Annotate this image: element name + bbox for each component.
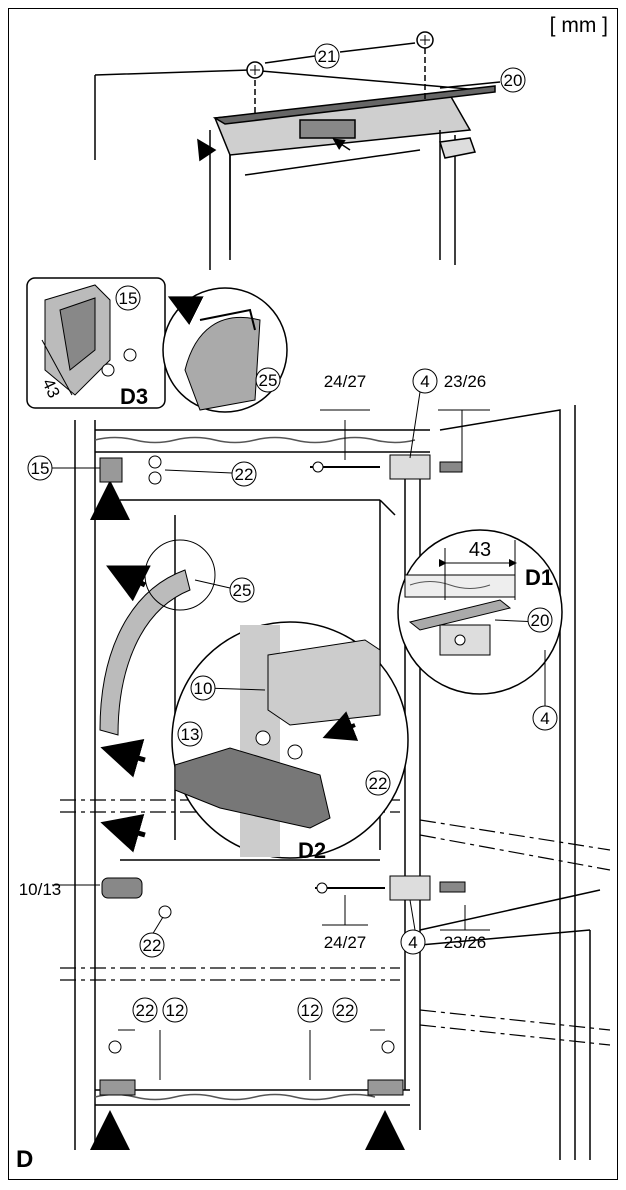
callout-22-top: 22: [231, 461, 257, 487]
svg-text:15: 15: [31, 459, 50, 478]
svg-text:12: 12: [301, 1001, 320, 1020]
svg-text:22: 22: [143, 936, 162, 955]
svg-text:25: 25: [259, 371, 278, 390]
svg-text:12: 12: [166, 1001, 185, 1020]
detail-d3-label: D3: [120, 384, 148, 409]
svg-text:4: 4: [420, 372, 429, 391]
callout-10-d2: 10: [190, 675, 216, 701]
callout-10-13-mid: 10/13: [19, 880, 62, 899]
screw-21-left: [246, 61, 264, 79]
svg-text:4: 4: [408, 933, 417, 952]
svg-text:22: 22: [235, 465, 254, 484]
svg-text:22: 22: [136, 1001, 155, 1020]
callout-12-br: 12: [297, 997, 323, 1023]
svg-text:15: 15: [119, 289, 138, 308]
svg-text:25: 25: [233, 581, 252, 600]
callout-15: 15: [27, 455, 53, 481]
upper-hinge-assembly: [99, 454, 463, 485]
callout-21: 21: [314, 43, 340, 69]
callout-22-bl: 22: [132, 997, 158, 1023]
callout-23-26-mid: 23/26: [444, 933, 487, 952]
svg-text:21: 21: [318, 47, 337, 66]
callout-12-bl: 12: [162, 997, 188, 1023]
callout-23-26-top: 23/26: [444, 372, 487, 391]
detail-d1: [397, 529, 563, 695]
svg-text:20: 20: [531, 611, 550, 630]
detail-d2: [171, 621, 409, 859]
svg-text:10: 10: [194, 679, 213, 698]
callout-25: 25: [229, 577, 255, 603]
callout-13-d2: 13: [177, 721, 203, 747]
svg-text:13: 13: [181, 725, 200, 744]
callout-labels: 21 20 15 25 24/27 4 23/26 15 22 25 20 4 …: [19, 43, 558, 1023]
top-cabinet-view: [94, 42, 501, 270]
callout-4-d1: 4: [532, 705, 558, 731]
seal-detail-circle: [162, 287, 288, 413]
callout-20-d1: 20: [527, 607, 553, 633]
svg-text:20: 20: [504, 71, 523, 90]
detail-d3: [26, 277, 166, 409]
callout-4-top: 4: [412, 368, 438, 394]
callout-22-br: 22: [332, 997, 358, 1023]
unit-label: [ mm ]: [549, 14, 608, 37]
screw-21-right: [416, 31, 434, 49]
push-arrows: [90, 480, 405, 1150]
detail-d1-dimension: 43: [469, 539, 491, 561]
bottom-brackets: [99, 1040, 404, 1096]
svg-text:22: 22: [369, 774, 388, 793]
diagram-frame: [8, 8, 618, 1180]
callout-22-d2: 22: [365, 770, 391, 796]
callout-24-27-top: 24/27: [324, 372, 367, 391]
svg-text:4: 4: [540, 709, 549, 728]
callout-20-top: 20: [500, 67, 526, 93]
callout-22-mid: 22: [139, 932, 165, 958]
svg-text:22: 22: [336, 1001, 355, 1020]
sheet-label: D: [16, 1146, 34, 1173]
callout-15-detail: 15: [115, 285, 141, 311]
detail-d2-label: D2: [298, 838, 326, 863]
detail-d1-label: D1: [525, 565, 553, 590]
callout-25-detail: 25: [255, 367, 281, 393]
middle-hinge-assembly: [101, 875, 466, 919]
seal-strip: [99, 569, 191, 736]
callout-4-mid: 4: [400, 929, 426, 955]
callout-24-27-mid: 24/27: [324, 933, 367, 952]
